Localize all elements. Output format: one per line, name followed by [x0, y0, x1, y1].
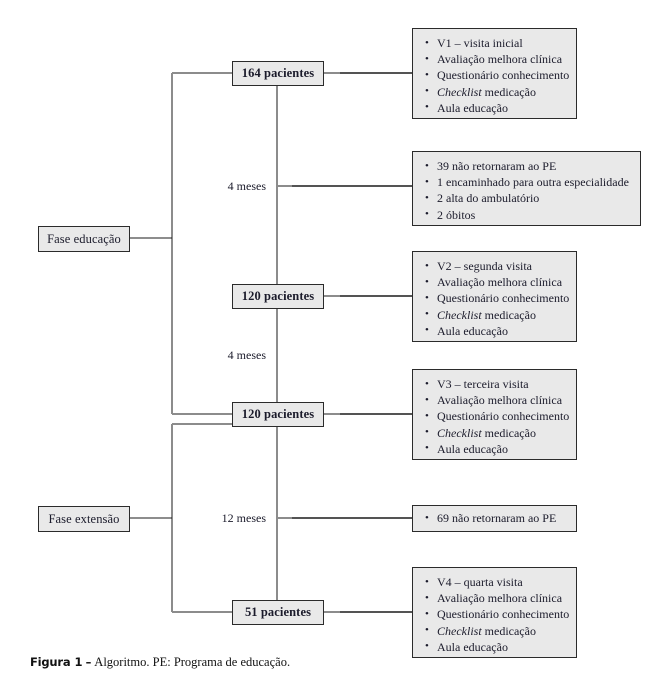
caption-text: Algoritmo. PE: Programa de educação. — [94, 655, 291, 669]
list-item: 2 alta do ambulatório — [425, 190, 630, 206]
cohort-label-120-b: 120 pacientes — [241, 407, 315, 421]
list-item: Questionário conhecimento — [425, 408, 569, 424]
list-item: 69 não retornaram ao PE — [425, 510, 556, 526]
phase-box-fase-extensao[interactable]: Fase extensão — [38, 506, 130, 532]
visit-box-v3[interactable]: V3 – terceira visita Avaliação melhora c… — [412, 369, 577, 460]
list-item: Checklist medicação — [425, 83, 566, 100]
interval-label-2: 4 meses — [227, 348, 266, 362]
visit-box-v4[interactable]: V4 – quarta visita Avaliação melhora clí… — [412, 567, 577, 658]
visit-list-v3: V3 – terceira visita Avaliação melhora c… — [425, 375, 569, 457]
cohort-label-120-a: 120 pacientes — [241, 289, 315, 303]
cohort-box-120-a[interactable]: 120 pacientes — [232, 284, 324, 309]
visit-list-v1: V1 – visita inicial Avaliação melhora cl… — [425, 34, 569, 116]
caption-dash: – — [85, 655, 92, 669]
phase-box-fase-educacao[interactable]: Fase educação — [38, 226, 130, 252]
figure-caption: Figura 1 – Algoritmo. PE: Programa de ed… — [30, 655, 290, 670]
list-item: V4 – quarta visita — [425, 573, 566, 590]
caption-number: 1 — [74, 655, 83, 669]
list-item: Aula educação — [425, 440, 566, 457]
cohort-label-51: 51 pacientes — [244, 605, 312, 619]
list-item: V3 – terceira visita — [425, 375, 566, 392]
list-item: 2 óbitos — [425, 206, 630, 223]
attrition-list-1: 39 não retornaram ao PE 1 encaminhado pa… — [425, 157, 630, 223]
list-item: Avaliação melhora clínica — [425, 274, 566, 290]
visit-list-v4: V4 – quarta visita Avaliação melhora clí… — [425, 573, 569, 655]
list-item: 1 encaminhado para outra especialidade — [425, 174, 630, 190]
list-item: Avaliação melhora clínica — [425, 51, 566, 67]
list-item: Checklist medicação — [425, 424, 566, 441]
list-item: 39 não retornaram ao PE — [425, 157, 630, 174]
list-item: Avaliação melhora clínica — [425, 392, 566, 408]
cohort-box-164[interactable]: 164 pacientes — [232, 61, 324, 86]
visit-list-v2: V2 – segunda visita Avaliação melhora cl… — [425, 257, 569, 339]
list-item: Avaliação melhora clínica — [425, 590, 566, 606]
cohort-box-51[interactable]: 51 pacientes — [232, 600, 324, 625]
caption-label: Figura — [30, 655, 71, 669]
cohort-label-164: 164 pacientes — [241, 66, 315, 80]
attrition-box-2[interactable]: 69 não retornaram ao PE — [412, 505, 577, 532]
phase-label-fase-extensao: Fase extensão — [48, 511, 120, 526]
interval-label-1: 4 meses — [227, 179, 266, 193]
list-item: Questionário conhecimento — [425, 290, 569, 306]
visit-box-v1[interactable]: V1 – visita inicial Avaliação melhora cl… — [412, 28, 577, 119]
list-item: Aula educação — [425, 322, 566, 339]
list-item: V1 – visita inicial — [425, 34, 566, 51]
attrition-list-2: 69 não retornaram ao PE — [425, 510, 556, 526]
list-item: Checklist medicação — [425, 622, 566, 639]
list-item: Questionário conhecimento — [425, 606, 569, 622]
visit-box-v2[interactable]: V2 – segunda visita Avaliação melhora cl… — [412, 251, 577, 342]
list-item: Aula educação — [425, 638, 566, 655]
attrition-box-1[interactable]: 39 não retornaram ao PE 1 encaminhado pa… — [412, 151, 641, 226]
interval-label-3: 12 meses — [221, 511, 266, 525]
phase-label-fase-educacao: Fase educação — [47, 231, 121, 246]
cohort-box-120-b[interactable]: 120 pacientes — [232, 402, 324, 427]
list-item: Aula educação — [425, 99, 566, 116]
list-item: Questionário conhecimento — [425, 67, 569, 83]
list-item: V2 – segunda visita — [425, 257, 566, 274]
list-item: Checklist medicação — [425, 306, 566, 323]
